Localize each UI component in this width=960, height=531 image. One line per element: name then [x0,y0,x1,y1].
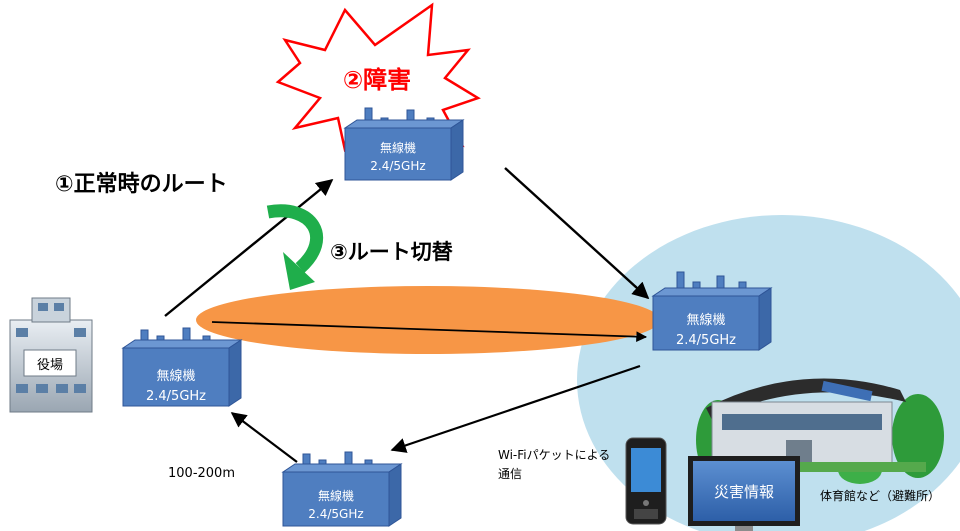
radio-box-front [652,295,760,351]
route-arrow-right-to-bottom [390,364,641,453]
route-arrow-left-to-right [211,321,648,343]
radio-band: 2.4/5GHz [308,507,363,521]
gymnasium-shelter-icon [696,378,944,484]
radio-unit-right: 無線機 2.4/5GHz [651,271,773,351]
phone-screen [631,448,661,492]
disaster-info-text: 災害情報 [714,483,774,501]
radio-unit-left: 無線機 2.4/5GHz [121,327,243,407]
radio-band: 2.4/5GHz [370,159,425,173]
radio-unit-top: 無線機 2.4/5GHz [343,107,465,181]
tree-icon [892,394,944,478]
building-window [38,303,48,311]
building-window [54,303,64,311]
radio-box-top-face [121,339,243,349]
switched-route-beam [196,286,660,354]
radio-name: 無線機 [318,488,354,503]
radio-box-top-face [651,287,773,297]
wifi-note-line2: 通信 [498,467,522,481]
screen-stand [735,526,753,531]
radio-band: 2.4/5GHz [146,389,206,404]
route-switch-label: ③ルート切替 [330,240,453,264]
building-window [16,328,28,337]
city-office-label: 役場 [37,358,63,373]
radio-name: 無線機 [380,140,416,155]
radio-box-side-face [228,339,242,407]
radio-box-side-face [758,287,772,351]
building-window [16,384,28,393]
disaster-info-screen: 災害情報 [688,456,800,531]
shelter-label: 体育館など（避難所） [820,488,940,503]
radio-box-front [282,471,390,527]
radio-band: 2.4/5GHz [676,333,736,348]
normal-route-label: ①正常時のルート [55,171,228,197]
gym-solar-panel [821,380,873,402]
gym-window-band [722,414,882,430]
distance-label: 100-200m [168,466,235,481]
phone-button [643,500,649,506]
fault-label: ②障害 [343,66,411,94]
radio-box-side-face [388,463,402,527]
building-window [74,328,86,337]
route-switch-arrow-icon [266,204,324,273]
route-arrow-top-to-right [504,167,650,300]
radio-name: 無線機 [156,368,195,384]
building-window [56,384,68,393]
radio-box-front [344,127,452,181]
wifi-note-line1: Wi-Fiパケットによる [498,448,610,462]
route-arrow-left-to-top [164,178,334,317]
city-office-building-icon: 役場 [9,297,93,413]
radio-unit-bottom: 無線機 2.4/5GHz [281,451,403,527]
building-window [36,384,48,393]
building-label-box [23,349,77,377]
smartphone-icon [625,437,667,525]
screen-display [693,461,795,521]
radio-box-top-face [281,463,403,473]
gym-ground [696,462,926,472]
route-switch-arrowhead [283,252,315,290]
radio-name: 無線機 [686,312,725,328]
radio-box-top-face [343,119,465,129]
route-arrow-bottom-to-left [230,412,298,463]
building-window [74,384,86,393]
phone-keys [634,509,658,519]
radio-box-front [122,347,230,407]
radio-box-side-face [450,119,464,181]
building-tower [31,297,71,323]
